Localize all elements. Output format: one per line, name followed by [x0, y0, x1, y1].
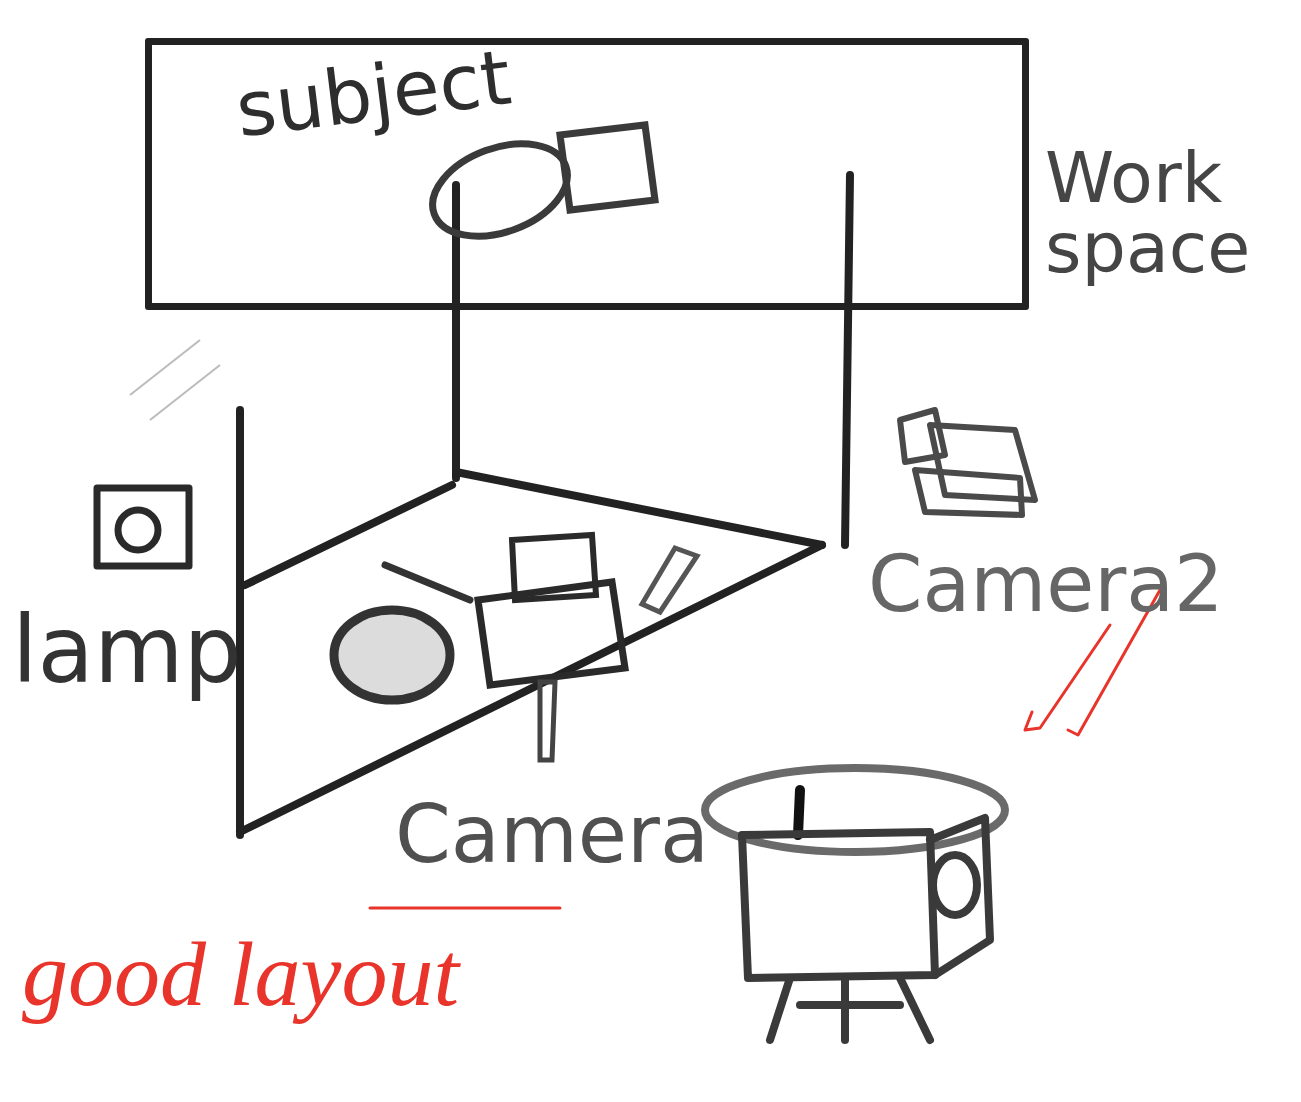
subject-head — [420, 127, 580, 254]
floor-edge — [245, 485, 452, 585]
hatch-line — [130, 340, 200, 395]
lamp-label: lamp — [12, 605, 242, 697]
check-mark — [1025, 625, 1110, 730]
tripod-leg — [841, 980, 849, 1040]
camera-leg — [540, 682, 555, 760]
tripod-leg — [770, 978, 790, 1040]
tripod-camera — [705, 768, 1005, 1040]
camera-top-outline — [705, 768, 1005, 852]
lamp-bulb — [118, 510, 158, 550]
camera2-base — [915, 470, 1022, 515]
hatch-line — [150, 365, 220, 420]
workspace-label: Work space — [1045, 143, 1275, 283]
subject-body — [560, 125, 655, 210]
review-note: good layout — [22, 928, 459, 1020]
camera-knob — [933, 855, 977, 915]
floor-camera — [334, 535, 697, 760]
camera-label: Camera — [395, 795, 709, 875]
camera2-symbol — [900, 410, 1035, 515]
camera2-label: Camera2 — [868, 545, 1224, 623]
floor-edge — [456, 472, 822, 545]
sketch-hatching — [130, 340, 220, 420]
support-post — [845, 175, 850, 545]
underline-stroke — [370, 907, 560, 910]
studio-frame — [240, 175, 850, 835]
camera-handle — [642, 548, 697, 612]
check-marks — [370, 590, 1160, 908]
camera-mark — [798, 790, 800, 835]
tripod-brace — [800, 1001, 900, 1009]
camera-lens — [334, 610, 450, 700]
lamp-box — [97, 488, 189, 566]
camera-box — [742, 832, 935, 978]
camera-top — [512, 535, 596, 600]
camera-side — [930, 818, 990, 975]
tripod-leg — [900, 978, 930, 1040]
subject-object — [420, 125, 655, 253]
camera-strap — [385, 565, 470, 600]
subject-label: subject — [232, 39, 515, 148]
lamp-symbol — [97, 488, 189, 566]
workspace-box: subjectWork space — [145, 38, 1029, 310]
